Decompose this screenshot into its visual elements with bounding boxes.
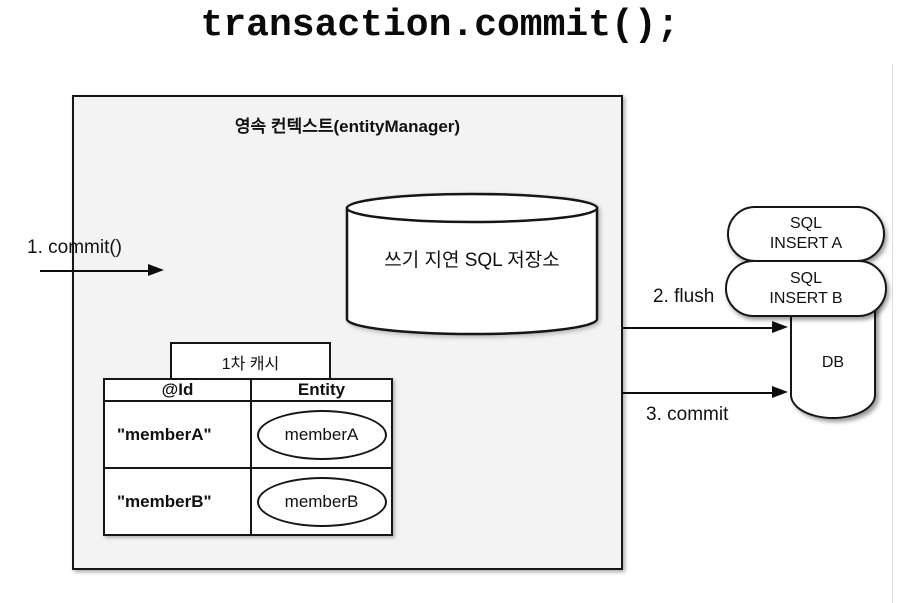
step1-commit-arrow-line	[40, 270, 150, 272]
sql-insert-a-line2: INSERT A	[769, 235, 843, 252]
entity-cell-memberB: memberB	[250, 467, 393, 536]
step3-commit-label: 3. commit	[646, 404, 729, 425]
table-header-entity: Entity	[250, 378, 393, 402]
entity-ellipse-memberB: memberB	[256, 476, 387, 527]
step2-flush-arrow-line	[623, 327, 775, 329]
persistence-context-title: 영속 컨텍스트(entityManager)	[234, 117, 461, 136]
sql-insert-b-line1: SQL	[789, 269, 822, 287]
step2-flush-label: 2. flush	[653, 286, 715, 307]
step3-commit-arrow-head	[772, 386, 788, 398]
id-cell-memberB: "memberB"	[103, 467, 252, 536]
table-row: "memberA" memberA	[103, 400, 393, 469]
table-row: "memberB" memberB	[103, 467, 393, 536]
cylinder-icon	[345, 192, 599, 336]
write-behind-store-cylinder	[344, 191, 600, 337]
sql-insert-b-pill: SQL INSERT B	[725, 260, 887, 317]
table-header-row: @Id Entity	[103, 378, 393, 402]
write-behind-store-label: 쓰기 지연 SQL 저장소	[384, 250, 560, 271]
step2-flush-arrow-head	[772, 321, 788, 333]
sql-insert-b-line2: INSERT B	[769, 289, 843, 307]
first-level-cache-label-box: 1차 캐시	[170, 342, 331, 382]
first-level-cache-table: @Id Entity "memberA" memberA "memberB" m…	[103, 378, 393, 536]
entity-cell-memberA: memberA	[250, 400, 393, 469]
first-level-cache-label: 1차 캐시	[221, 356, 280, 373]
database-shape: DB	[790, 300, 876, 419]
database-label: DB	[821, 354, 845, 371]
entity-label-memberA: memberA	[284, 424, 359, 444]
page-title: transaction.commit();	[200, 4, 680, 47]
step1-commit-arrow-head	[148, 264, 164, 276]
sql-insert-a-pill: SQL INSERT A	[727, 206, 885, 262]
step1-commit-label: 1. commit()	[27, 237, 122, 258]
sql-insert-a-line1: SQL	[789, 215, 822, 232]
entity-label-memberB: memberB	[284, 491, 359, 511]
table-header-id: @Id	[103, 378, 252, 402]
id-cell-memberA: "memberA"	[103, 400, 252, 469]
step3-commit-arrow-line	[623, 392, 775, 394]
entity-ellipse-memberA: memberA	[256, 409, 387, 460]
page-edge-divider	[892, 64, 893, 603]
